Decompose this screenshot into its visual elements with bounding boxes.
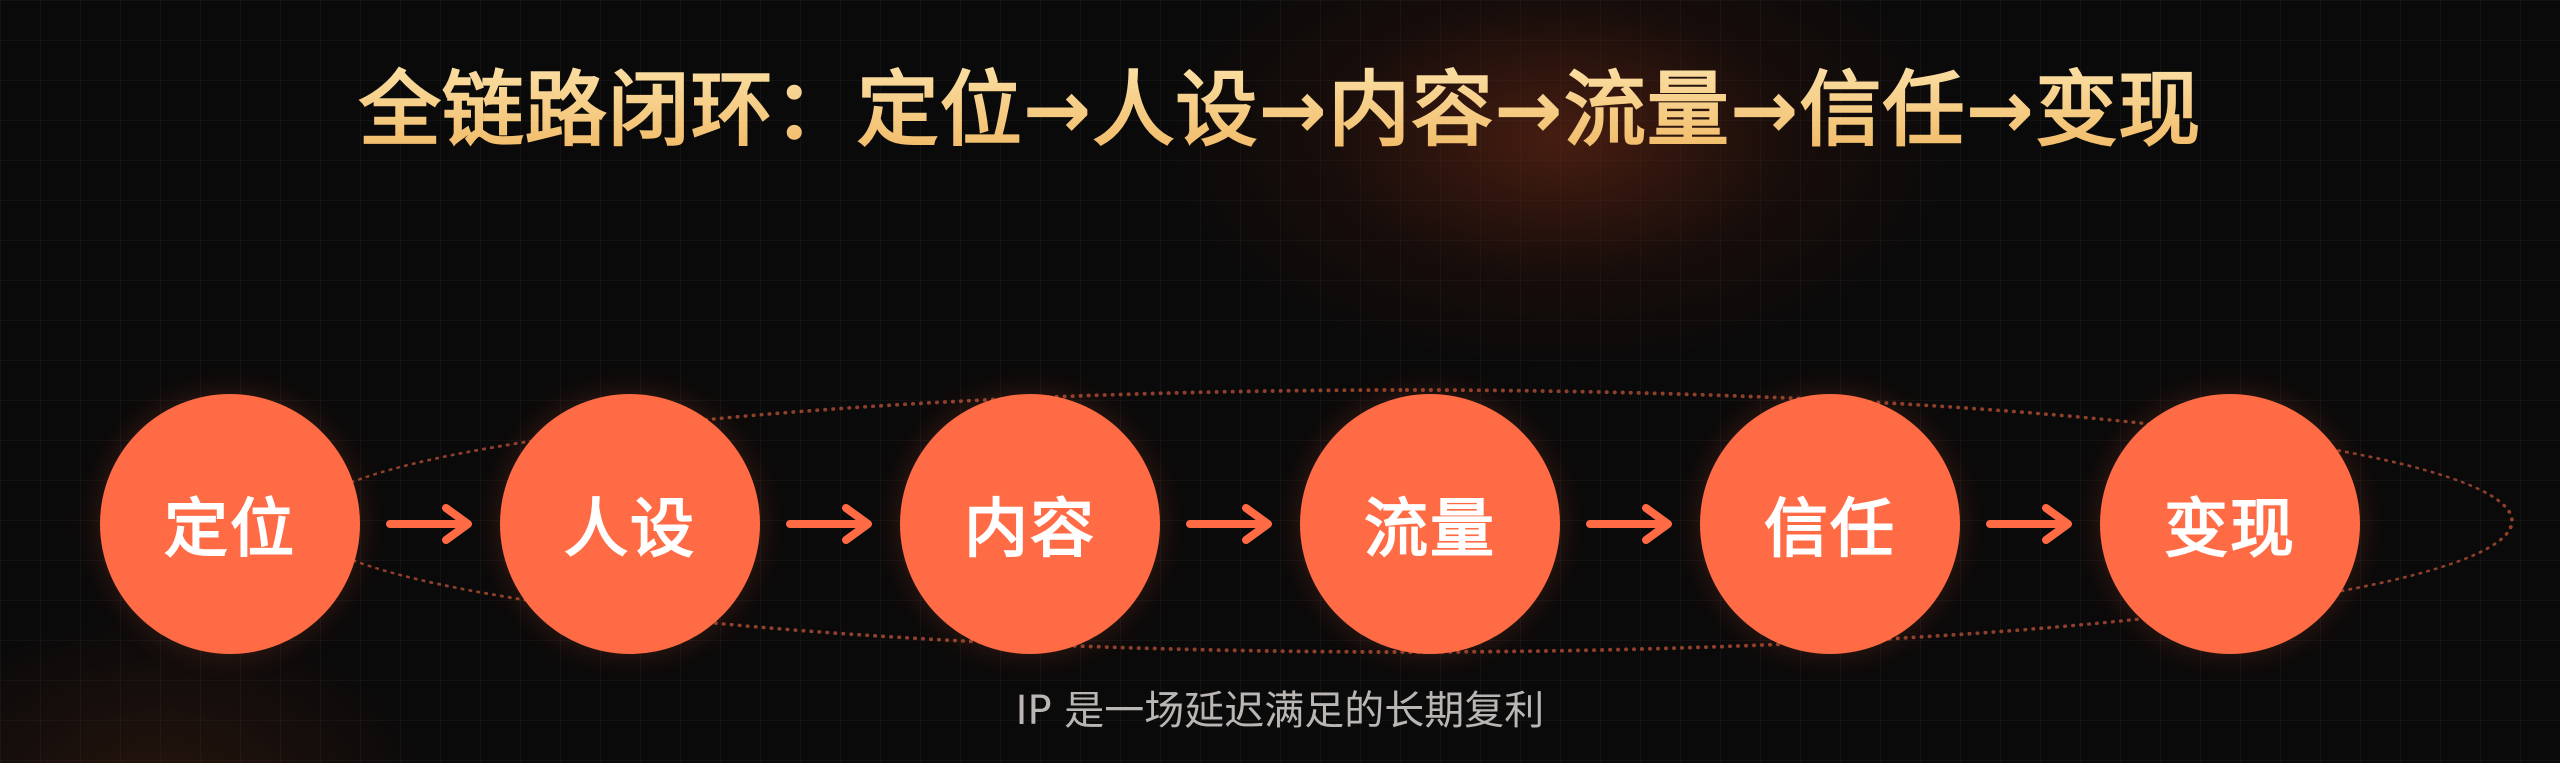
caption-text: IP 是一场延迟满足的长期复利 (1015, 688, 1545, 734)
arrow-right-icon (1586, 504, 1672, 544)
arrow-right-icon (386, 504, 472, 544)
step-node-2: 人设 (500, 394, 760, 654)
step-label-4: 流量 (1364, 493, 1496, 567)
page-title: 全链路闭环：定位→人设→内容→流量→信任→变现 (0, 62, 2560, 160)
step-node-6: 变现 (2100, 394, 2360, 654)
step-node-5: 信任 (1700, 394, 1960, 654)
step-label-5: 信任 (1764, 493, 1896, 567)
arrow-right-icon (1986, 504, 2072, 544)
step-label-6: 变现 (2164, 493, 2296, 567)
arrow-right-icon (786, 504, 872, 544)
step-label-2: 人设 (564, 493, 696, 567)
step-node-1: 定位 (100, 394, 360, 654)
step-node-3: 内容 (900, 394, 1160, 654)
step-label-3: 内容 (964, 493, 1096, 567)
step-node-4: 流量 (1300, 394, 1560, 654)
arrow-right-icon (1186, 504, 1272, 544)
step-label-1: 定位 (164, 493, 296, 567)
